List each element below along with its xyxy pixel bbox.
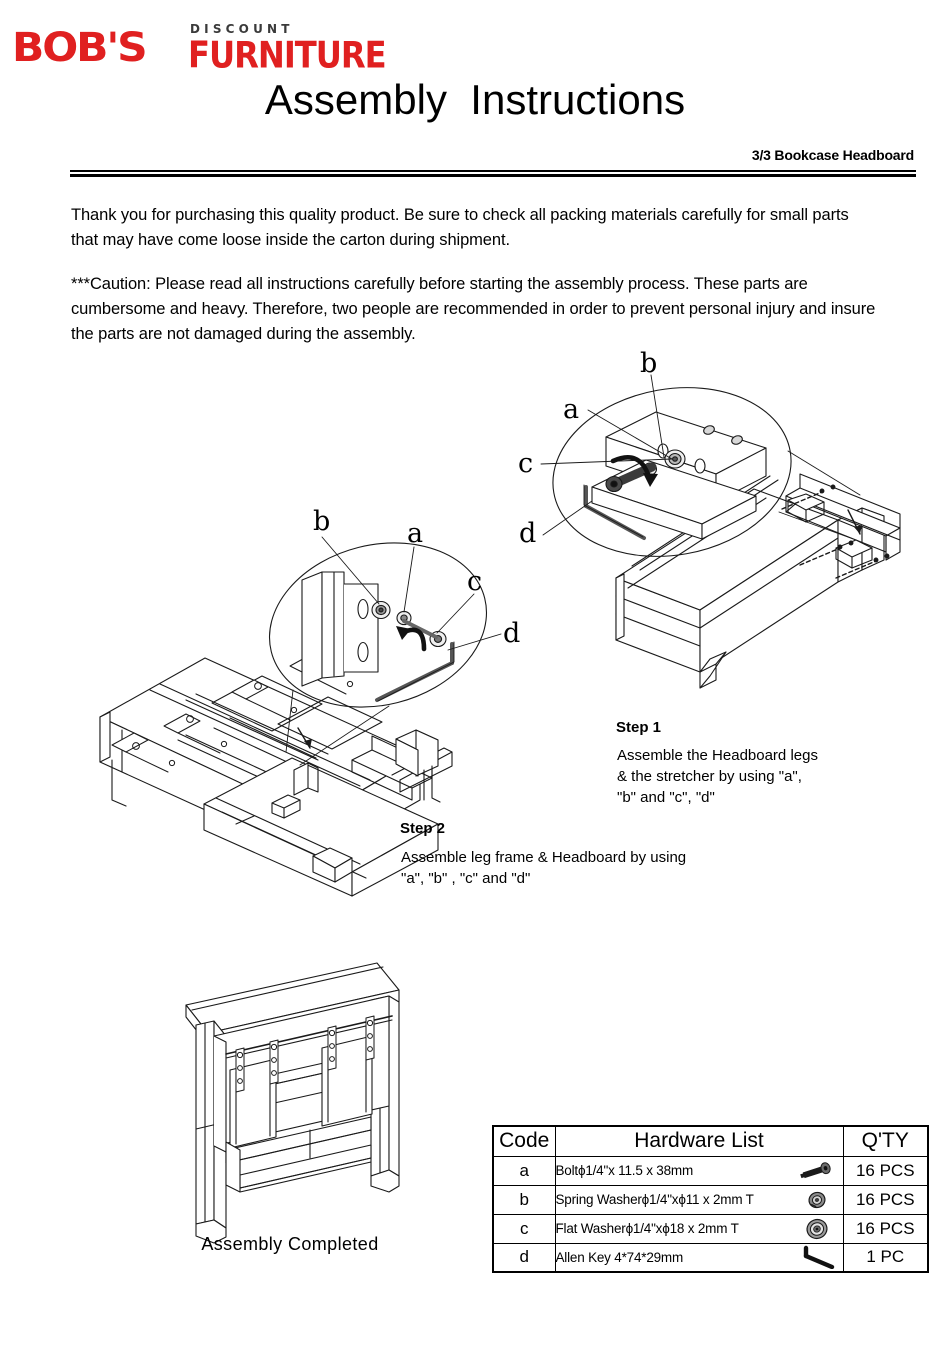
- step2-callout-c: c: [467, 566, 483, 597]
- table-row: b Spring Washerϕ1/4"xϕ11 x 2mm T 16 PCS: [492, 1184, 929, 1215]
- step1-callout-a: a: [563, 394, 580, 425]
- step2-diagram: [99, 536, 502, 897]
- allen-key-icon: [803, 1246, 834, 1270]
- step2-detail-contents: [301, 571, 455, 702]
- hardware-table-header-row: Code Hardware List Q'TY: [492, 1125, 929, 1157]
- row-qty: 1 PC: [842, 1242, 929, 1273]
- step-1-description: Assemble the Headboard legs & the stretc…: [617, 747, 818, 806]
- spring-washer-icon: [807, 1191, 826, 1208]
- step-1-heading: Step 1: [616, 719, 662, 736]
- row-qty: 16 PCS: [842, 1213, 929, 1244]
- row-code: b: [492, 1184, 556, 1215]
- step1-callout-b: b: [640, 348, 658, 379]
- step1-callout-c: c: [518, 448, 534, 479]
- row-qty: 16 PCS: [842, 1155, 929, 1186]
- table-row: c Flat Washerϕ1/4"xϕ18 x 2mm T 16 PCS: [492, 1213, 929, 1244]
- step1-diagram: [540, 374, 901, 689]
- step2-callout-b: b: [313, 506, 331, 537]
- logo-bobs-text: BOB'S: [12, 25, 148, 71]
- header-divider: [70, 170, 916, 177]
- row-description: Allen Key 4*74*29mm: [555, 1249, 684, 1265]
- flat-washer-icon: [805, 1218, 828, 1239]
- brand-logo: BOB'S DISCOUNT FURNITURE: [8, 14, 388, 74]
- completed-assembly-drawing: [185, 962, 400, 1244]
- page-subtitle: 3/3 Bookcase Headboard: [751, 147, 914, 163]
- step2-detail-bubble: [268, 542, 488, 708]
- row-description: Spring Washerϕ1/4"xϕ11 x 2mm T: [555, 1192, 754, 1207]
- step-2-description: Assemble leg frame & Headboard by using …: [401, 849, 687, 887]
- row-qty: 16 PCS: [842, 1184, 929, 1215]
- step1-callout-leaders: [540, 374, 673, 536]
- logo-furniture-text: FURNITURE: [188, 34, 387, 77]
- page-title: Assembly Instructions: [264, 76, 686, 123]
- intro-paragraph-1: Thank you for purchasing this quality pr…: [71, 206, 849, 249]
- step-2-heading: Step 2: [400, 820, 446, 837]
- step1-detail-bubble: [552, 387, 792, 557]
- header-code: Code: [492, 1125, 556, 1157]
- step2-main-frame: [99, 653, 453, 897]
- table-row: a Boltϕ1/4"x 11.5 x 38mm 16 PCS: [492, 1155, 929, 1186]
- logo-discount-text: DISCOUNT: [190, 22, 294, 36]
- row-description: Flat Washerϕ1/4"xϕ18 x 2mm T: [555, 1221, 739, 1236]
- row-code: d: [492, 1242, 556, 1273]
- bolt-icon: [799, 1161, 831, 1178]
- table-row: d Allen Key 4*74*29mm 1 PC: [492, 1242, 929, 1273]
- header-qty: Q'TY: [842, 1125, 929, 1157]
- row-code: a: [492, 1155, 556, 1186]
- step2-callout-d: d: [503, 618, 521, 649]
- step1-detail-contents: [583, 411, 767, 540]
- step1-main-frame: [615, 473, 901, 689]
- step1-callout-d: d: [519, 518, 537, 549]
- intro-paragraph-2: ***Caution: Please read all instructions…: [71, 275, 876, 343]
- row-code: c: [492, 1213, 556, 1244]
- row-description: Boltϕ1/4"x 11.5 x 38mm: [555, 1163, 694, 1178]
- header-hardware: Hardware List: [554, 1125, 844, 1157]
- step2-callout-a: a: [407, 518, 424, 549]
- assembly-completed-label: Assembly Completed: [201, 1234, 379, 1254]
- hardware-list-table: Code Hardware List Q'TY a Boltϕ1/4"x 11.…: [492, 1125, 929, 1273]
